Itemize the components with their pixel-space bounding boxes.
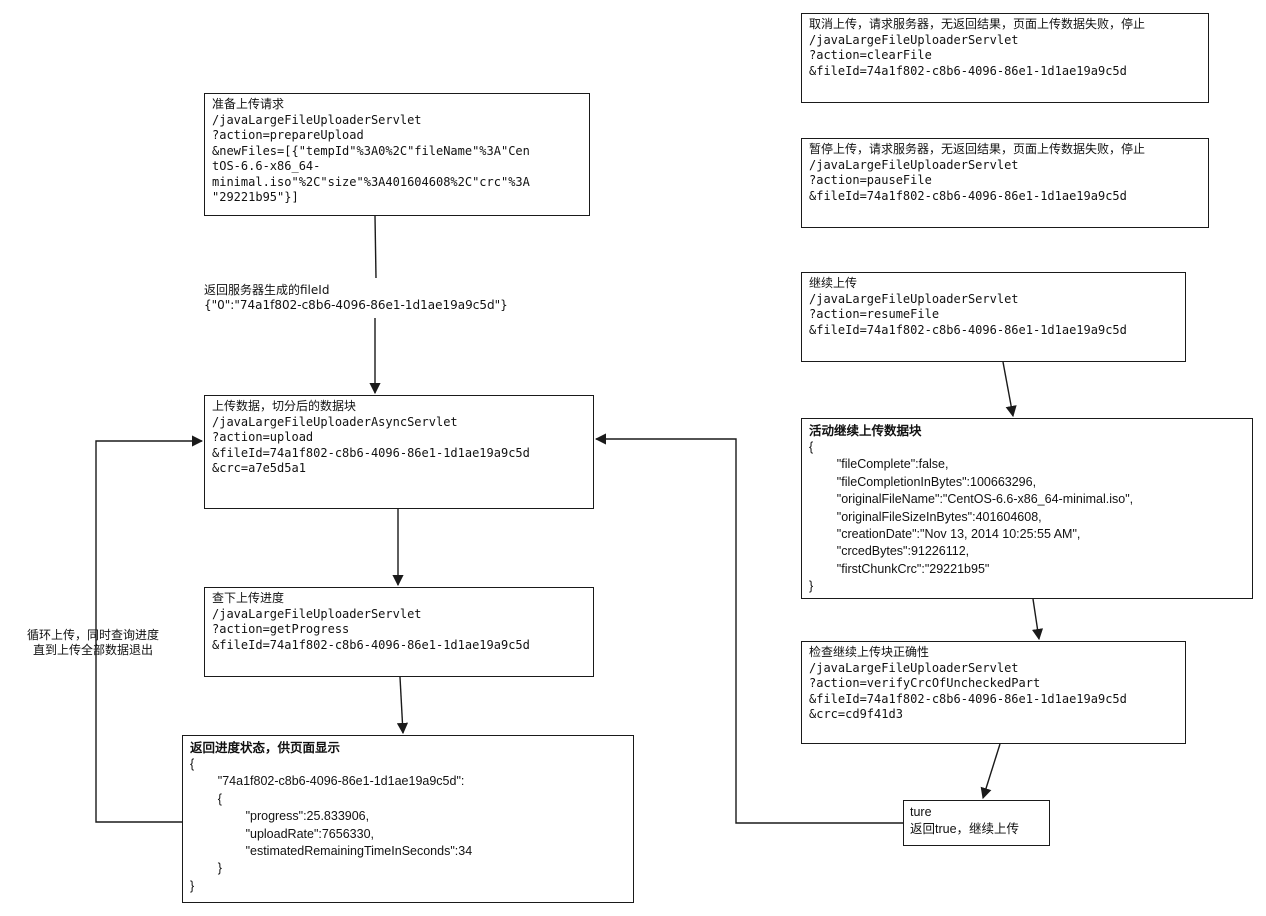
- upload-chunk-line: &fileId=74a1f802-c8b6-4096-86e1-1d1ae19a…: [212, 445, 530, 460]
- resume-file-line: ?action=resumeFile: [809, 307, 940, 321]
- resume-file-line: /javaLargeFileUploaderServlet: [809, 291, 1019, 306]
- loop-back-arrow: [95, 435, 204, 823]
- get-progress-title: 查下上传进度: [212, 591, 285, 605]
- clear-file-line: /javaLargeFileUploaderServlet: [809, 32, 1019, 47]
- prepare-upload-line: minimal.iso"%2C"size"%3A401604608%2C"crc…: [212, 174, 530, 189]
- progress-state-line: "estimatedRemainingTimeInSeconds":34: [190, 844, 473, 859]
- progress-state-line: "progress":25.833906,: [190, 809, 370, 824]
- loop-label-line1: 循环上传，同时查询进度: [26, 628, 159, 642]
- upload-chunk-line: &crc=a7e5d5a1: [212, 461, 306, 475]
- ture-result-line: 返回true，继续上传: [910, 822, 1020, 837]
- resume-file-line: &fileId=74a1f802-c8b6-4096-86e1-1d1ae19a…: [809, 322, 1127, 337]
- upload-chunk-box: 上传数据，切分后的数据块 /javaLargeFileUploaderAsync…: [204, 395, 594, 509]
- pause-file-line: /javaLargeFileUploaderServlet: [809, 157, 1019, 172]
- get-progress-line: /javaLargeFileUploaderServlet: [212, 606, 422, 621]
- resume-block-line: }: [809, 579, 814, 594]
- resume-block-line: "originalFileSizeInBytes":401604608,: [809, 509, 1042, 524]
- block-to-verify-arrow: [1031, 598, 1044, 641]
- pause-file-title: 暂停上传，请求服务器，无返回结果，页面上传数据失败，停止: [809, 142, 1146, 156]
- progress-state-line: {: [190, 791, 222, 806]
- resume-file-title: 继续上传: [809, 276, 858, 290]
- pause-file-line: &fileId=74a1f802-c8b6-4096-86e1-1d1ae19a…: [809, 188, 1127, 203]
- verify-crc-title: 检查继续上传块正确性: [809, 645, 930, 659]
- resume-block-line: "fileComplete":false,: [809, 457, 949, 472]
- upload-chunk-line: /javaLargeFileUploaderAsyncServlet: [212, 414, 458, 429]
- prepare-upload-title: 准备上传请求: [212, 97, 285, 111]
- upload-chunk-line: ?action=upload: [212, 430, 314, 444]
- ture-result-title: ture: [910, 805, 932, 819]
- prepare-upload-line: ?action=prepareUpload: [212, 128, 364, 142]
- resume-block-title: 活动继续上传数据块: [809, 423, 922, 438]
- progress-state-line: }: [190, 878, 195, 893]
- loop-label-line2: 直到上传全部数据退出: [32, 643, 153, 657]
- progress-state-title: 返回进度状态，供页面显示: [190, 740, 341, 755]
- progress-state-line: "uploadRate":7656330,: [190, 826, 374, 841]
- pause-file-box: 暂停上传，请求服务器，无返回结果，页面上传数据失败，停止 /javaLargeF…: [801, 138, 1209, 228]
- progress-to-state-arrow: [396, 676, 409, 735]
- prepare-to-label-line: [374, 215, 377, 279]
- prepare-upload-line: tOS-6.6-x86_64-: [212, 159, 321, 173]
- progress-state-line: "74a1f802-c8b6-4096-86e1-1d1ae19a9c5d":: [190, 774, 465, 789]
- resume-block-box: 活动继续上传数据块 { "fileComplete":false, "fileC…: [801, 418, 1253, 599]
- get-progress-box: 查下上传进度 /javaLargeFileUploaderServlet ?ac…: [204, 587, 594, 677]
- progress-state-line: {: [190, 757, 195, 771]
- pause-file-line: ?action=pauseFile: [809, 173, 932, 187]
- verify-crc-line: ?action=verifyCrcOfUncheckedPart: [809, 676, 1041, 690]
- get-progress-line: &fileId=74a1f802-c8b6-4096-86e1-1d1ae19a…: [212, 637, 530, 652]
- clear-file-line: ?action=clearFile: [809, 48, 932, 62]
- fileid-value: {"0":"74a1f802-c8b6-4096-86e1-1d1ae19a9c…: [204, 298, 508, 312]
- progress-state-box: 返回进度状态，供页面显示 { "74a1f802-c8b6-4096-86e1-…: [182, 735, 634, 903]
- verify-crc-line: &fileId=74a1f802-c8b6-4096-86e1-1d1ae19a…: [809, 691, 1127, 706]
- resume-block-line: "fileCompletionInBytes":100663296,: [809, 474, 1037, 489]
- progress-state-line: }: [190, 861, 222, 876]
- fileid-label: 返回服务器生成的fileId: [204, 283, 330, 297]
- get-progress-line: ?action=getProgress: [212, 622, 350, 636]
- resume-block-line: {: [809, 440, 814, 454]
- clear-file-title: 取消上传，请求服务器，无返回结果，页面上传数据失败，停止: [809, 17, 1146, 31]
- verify-crc-box: 检查继续上传块正确性 /javaLargeFileUploaderServlet…: [801, 641, 1186, 744]
- resume-to-block-arrow: [1002, 361, 1017, 418]
- resume-block-line: "creationDate":"Nov 13, 2014 10:25:55 AM…: [809, 527, 1081, 542]
- resume-block-line: "crcedBytes":91226112,: [809, 544, 970, 559]
- resume-block-line: "originalFileName":"CentOS-6.6-x86_64-mi…: [809, 492, 1134, 507]
- ture-result-box: ture 返回true，继续上传: [903, 800, 1050, 846]
- prepare-upload-box: 准备上传请求 /javaLargeFileUploaderServlet ?ac…: [204, 93, 590, 216]
- prepare-upload-line: &newFiles=[{"tempId"%3A0%2C"fileName"%3A…: [212, 143, 530, 158]
- prepare-upload-line: "29221b95"}]: [212, 190, 299, 204]
- upload-chunk-title: 上传数据，切分后的数据块: [212, 399, 357, 413]
- ture-to-upload-arrow: [594, 433, 903, 824]
- prepare-upload-line: /javaLargeFileUploaderServlet: [212, 112, 422, 127]
- resume-file-box: 继续上传 /javaLargeFileUploaderServlet ?acti…: [801, 272, 1186, 362]
- resume-block-line: "firstChunkCrc":"29221b95": [809, 561, 990, 576]
- clear-file-box: 取消上传，请求服务器，无返回结果，页面上传数据失败，停止 /javaLargeF…: [801, 13, 1209, 103]
- verify-crc-line: &crc=cd9f41d3: [809, 707, 903, 721]
- verify-crc-line: /javaLargeFileUploaderServlet: [809, 660, 1019, 675]
- verify-to-ture-arrow: [980, 743, 1001, 800]
- clear-file-line: &fileId=74a1f802-c8b6-4096-86e1-1d1ae19a…: [809, 63, 1127, 78]
